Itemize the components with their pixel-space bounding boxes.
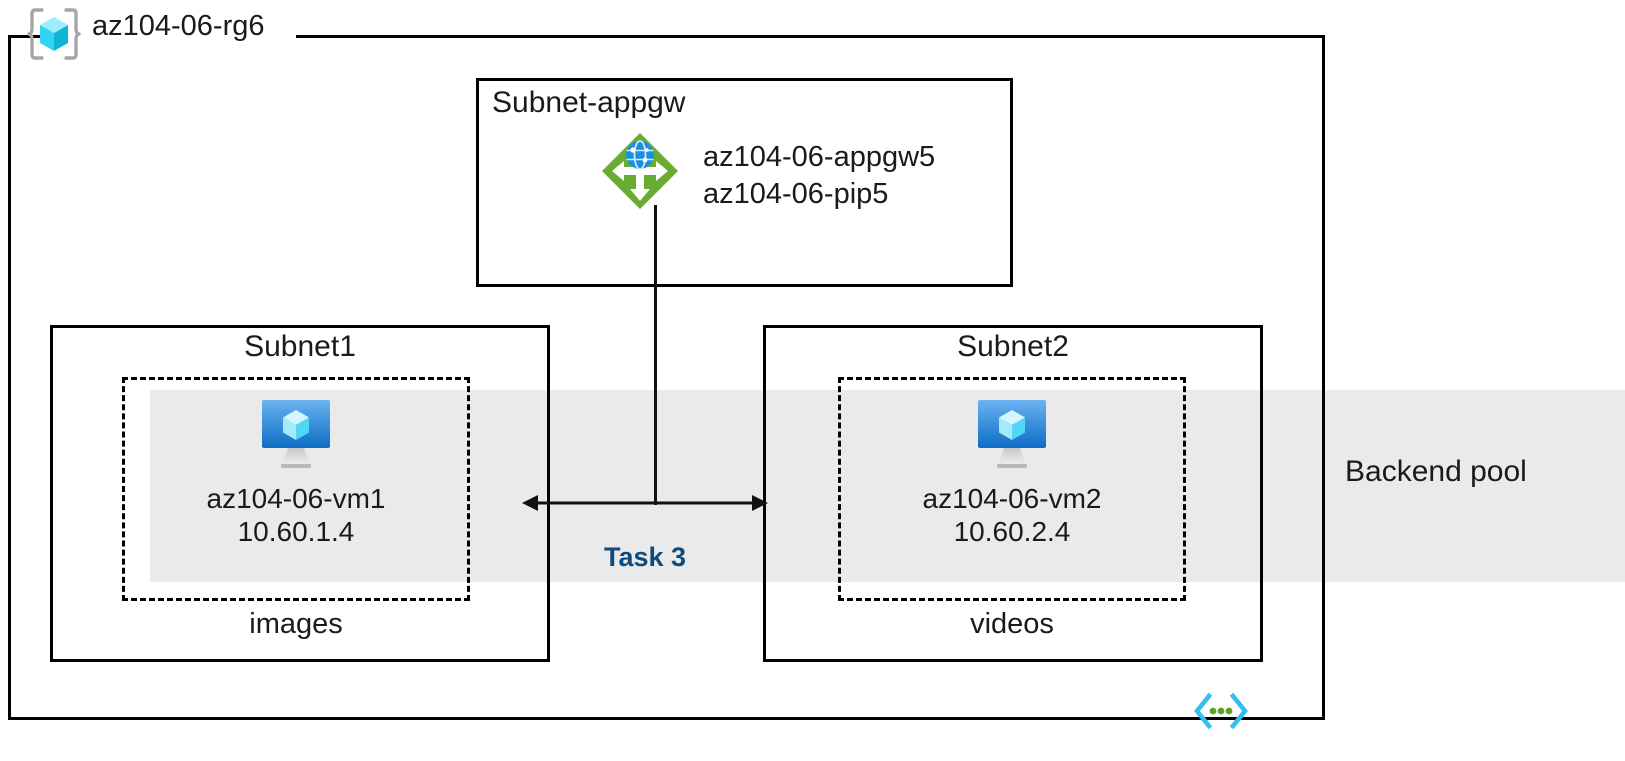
gateway-connector-line [654,205,657,505]
vm1-name: az104-06-vm1 [206,483,386,514]
virtual-machine-icon [258,398,334,470]
subnet-appgw-box [476,78,1013,287]
vm2-ip: 10.60.2.4 [953,516,1071,548]
backend-pool-band [150,390,1625,582]
subnet1-tier-label: images [249,608,343,640]
appgw-name: az104-06-appgw5 [703,141,936,173]
application-gateway-labels: az104-06-appgw5 az104-06-pip5 [703,139,935,213]
virtual-machine-icon [974,398,1050,470]
resource-group-border-top-left [8,35,44,38]
resource-group-cube-icon [26,6,82,62]
subnet2-tier-label: videos [970,608,1054,640]
subnet2-dashed-group [838,377,1186,601]
resource-group-label: az104-06-rg6 [92,10,265,42]
backend-pool-label: Backend pool [1345,455,1527,488]
subnet-bidirectional-arrow [522,495,768,511]
task-annotation-label: Task 3 [603,542,687,572]
resource-group-border-bottom [8,717,1325,720]
vm1-ip: 10.60.1.4 [237,516,355,548]
resource-group-border-top-right [296,35,1325,38]
subnet1-dashed-group [122,377,470,601]
subnet-appgw-title: Subnet-appgw [492,86,686,119]
code-brackets-icon [1192,690,1250,732]
application-gateway-icon [598,129,682,213]
subnet1-box [50,325,550,662]
appgw-pip-name: az104-06-pip5 [703,178,889,211]
subnet2-title: Subnet2 [957,330,1069,363]
vm2-name: az104-06-vm2 [922,483,1102,514]
subnet1-title: Subnet1 [244,330,356,363]
vm2-group: az104-06-vm2 10.60.2.4 [838,398,1186,548]
vm1-group: az104-06-vm1 10.60.1.4 [122,398,470,548]
resource-group-border-left [8,35,11,720]
resource-group-border-right [1322,35,1325,720]
subnet2-box [763,325,1263,662]
